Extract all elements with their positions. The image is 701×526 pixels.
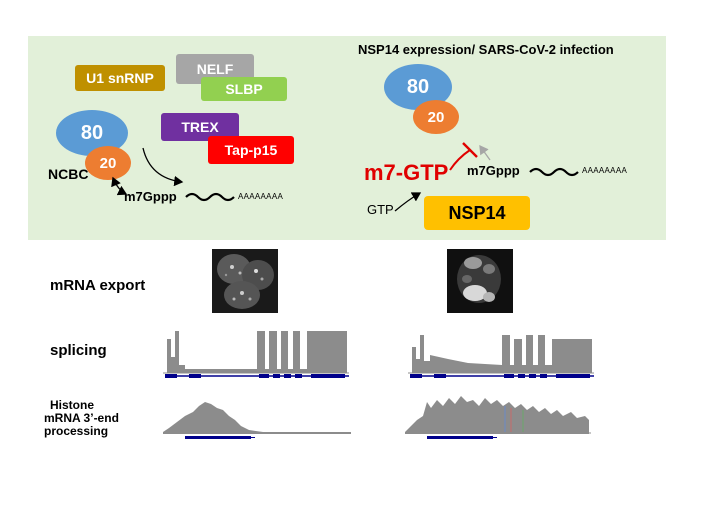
mrna-wave-left <box>185 192 235 202</box>
mrna-wave-right <box>529 167 579 177</box>
row-label-mrna-export: mRNA export <box>50 277 146 294</box>
histone-track-nsp14 <box>405 396 591 439</box>
splicing-track-nsp14 <box>408 335 594 378</box>
cap-binding-arrow <box>111 176 128 196</box>
cbp80-ellipse: 80 <box>56 110 128 156</box>
microscopy-control <box>212 249 278 313</box>
gtp-arrow <box>394 192 422 212</box>
recruit-arrow <box>142 147 184 187</box>
cap-label-right: m7Gppp <box>467 163 520 178</box>
microscopy-nsp14 <box>447 249 513 313</box>
u1-snrnp-box: U1 snRNP <box>75 65 165 91</box>
trex-box: TREX <box>161 113 239 141</box>
blocked-arrow <box>479 144 491 161</box>
cbp20-ellipse-right: 20 <box>413 100 459 134</box>
inhibition-line <box>449 149 471 171</box>
cap-label-left: m7Gppp <box>124 189 177 204</box>
slbp-box: SLBP <box>201 77 287 101</box>
row-label-histone-2: mRNA 3’-end <box>44 411 119 425</box>
m7gtp-label: m7-GTP <box>364 160 449 185</box>
gtp-label: GTP <box>367 202 394 217</box>
condition-title: NSP14 expression/ SARS-CoV-2 infection <box>358 42 614 57</box>
nsp14-box: NSP14 <box>424 196 530 230</box>
histone-track-control <box>163 402 351 439</box>
splicing-track-control <box>163 331 349 378</box>
row-label-histone-3: processing <box>44 424 109 438</box>
row-label-histone-1: Histone <box>50 398 95 412</box>
polya-label-right: AAAAAAAA <box>582 166 628 175</box>
cbp20-ellipse: 20 <box>85 146 131 180</box>
ncbc-label: NCBC <box>48 166 89 182</box>
tap-p15-box: Tap-p15 <box>208 136 294 164</box>
polya-label-left: AAAAAAAA <box>238 192 284 201</box>
inhibition-bar <box>462 142 478 158</box>
row-label-splicing: splicing <box>50 342 107 359</box>
